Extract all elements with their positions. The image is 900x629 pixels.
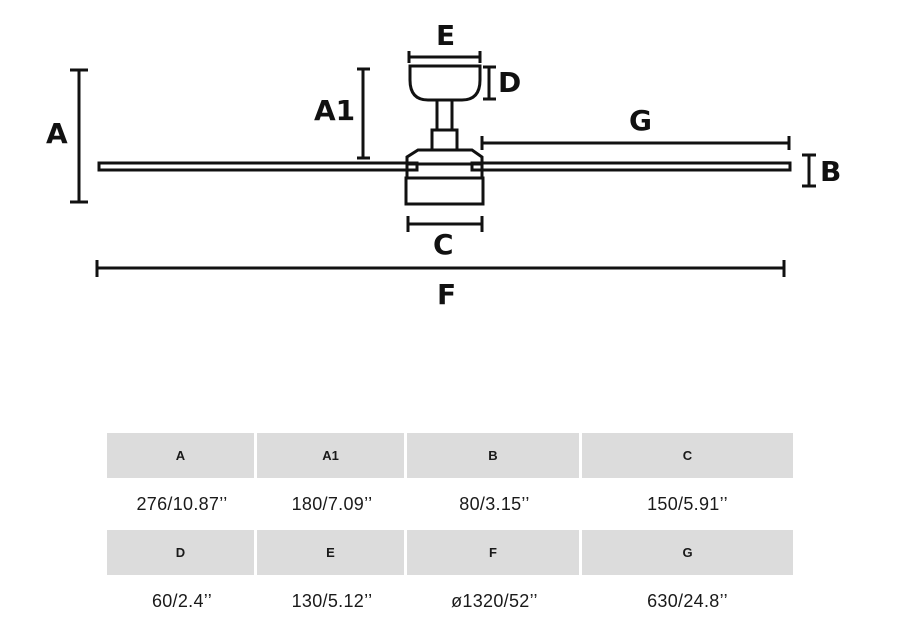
table-value-cell: 60/2.4’’ [151, 590, 213, 611]
ceiling-canopy [408, 64, 482, 102]
left-blade [97, 161, 419, 172]
table-header-row: D E F G [107, 530, 793, 575]
table-header-cell: A1 [257, 433, 407, 478]
table-value-row: 276/10.87’’ 180/7.09’’ 80/3.15’’ 150/5.9… [107, 478, 793, 530]
table-value-cell: 150/5.91’’ [647, 493, 728, 514]
fan-dimension-diagram: A A1 E D G B C F [46, 19, 841, 311]
table-header-row: A A1 B C [107, 433, 793, 478]
table-value-cell: 276/10.87’’ [136, 493, 228, 514]
dim-e-label: E [436, 19, 455, 52]
table-header-cell: D [107, 530, 257, 575]
dim-g-label: G [629, 104, 652, 137]
right-blade [470, 161, 792, 172]
table-header-cell: B [407, 433, 582, 478]
table-value-cell: 180/7.09’’ [291, 493, 373, 514]
table-value-row: 60/2.4’’ 130/5.12’’ ø1320/52’’ 630/24.8’… [107, 575, 793, 627]
table-header-cell: E [257, 530, 407, 575]
motor-housing-bottom [404, 176, 485, 206]
table-value-cell: 630/24.8’’ [647, 590, 728, 611]
dim-a1-label: A1 [314, 94, 355, 127]
dimension-table: A A1 B C 276/10.87’’ 180/7.09’’ 80/3.15’… [107, 433, 793, 627]
table-header-cell: C [582, 433, 793, 478]
table-value-cell: 80/3.15’’ [459, 493, 530, 514]
dim-b-label: B [820, 155, 841, 188]
dim-f-label: F [437, 278, 456, 311]
dim-d-label: D [498, 66, 521, 99]
dim-c-label: C [433, 228, 454, 261]
table-value-cell: 130/5.12’’ [291, 590, 373, 611]
table-header-cell: F [407, 530, 582, 575]
motor-collar [430, 128, 459, 152]
dim-a-label: A [46, 117, 68, 150]
table-header-cell: G [582, 530, 793, 575]
table-header-cell: A [107, 433, 257, 478]
table-value-cell: ø1320/52’’ [451, 590, 538, 611]
downrod [435, 98, 454, 132]
